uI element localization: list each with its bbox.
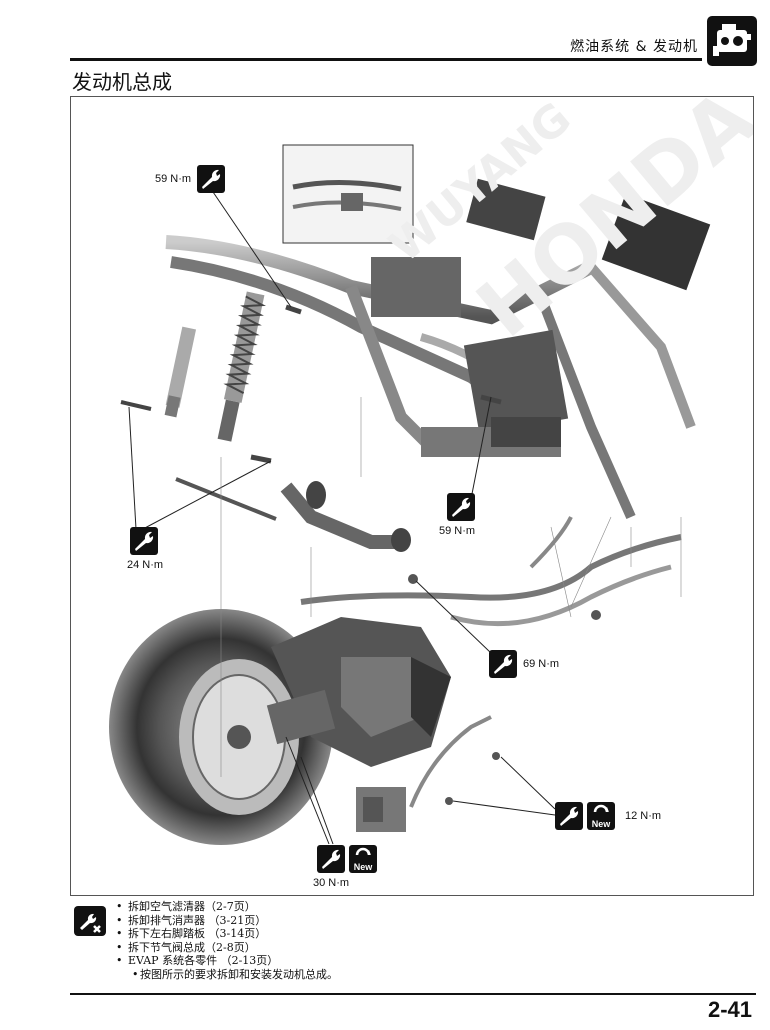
list-item: 拆下节气阀总成（2-8页） — [116, 941, 672, 955]
engine-section-icon — [707, 16, 757, 66]
wrench-icon — [317, 845, 345, 873]
wrench-icon — [130, 527, 158, 555]
notes-list: 拆卸空气滤清器（2-7页） 拆卸排气消声器 （3-21页） 拆下左右脚踏板 （3… — [72, 900, 672, 981]
procedure-notes: 拆卸空气滤清器（2-7页） 拆卸排气消声器 （3-21页） 拆下左右脚踏板 （3… — [72, 900, 672, 981]
torque-label-right-middle: 69 N·m — [523, 658, 560, 670]
engine-assembly-diagram: WUYANG HONDA — [70, 96, 754, 896]
new-badge-label: New — [591, 819, 611, 829]
torque-label-left: 24 N·m — [127, 559, 164, 571]
section-title: 燃油系统 & 发动机 — [570, 39, 698, 55]
torque-label-bottom: 30 N·m — [313, 877, 350, 889]
page-number: 2-41 — [707, 997, 752, 1022]
footer-rule — [70, 993, 756, 995]
torque-label-top-left: 59 N·m — [155, 173, 192, 185]
list-item: 拆下左右脚踏板 （3-14页） — [116, 927, 672, 941]
torque-label-center: 59 N·m — [439, 525, 476, 537]
diagram-illustration — [109, 144, 711, 845]
new-part-icon: New — [349, 845, 377, 873]
new-badge-label: New — [353, 862, 373, 872]
page-title: 发动机总成 — [72, 70, 172, 94]
list-item: EVAP 系统各零件 （2-13页） — [116, 954, 672, 968]
list-item: 拆卸空气滤清器（2-7页） — [116, 900, 672, 914]
wrench-icon — [197, 165, 225, 193]
list-item: 拆卸排气消声器 （3-21页） — [116, 914, 672, 928]
wrench-icon — [447, 493, 475, 521]
wrench-icon — [489, 650, 517, 678]
new-part-icon: New — [587, 802, 615, 830]
wrench-icon — [555, 802, 583, 830]
torque-label-bottom-right: 12 N·m — [625, 810, 662, 822]
sub-note: 按图所示的要求拆卸和安装发动机总成。 — [116, 968, 672, 982]
header-rule — [70, 58, 702, 61]
removal-procedure-icon — [74, 906, 106, 936]
